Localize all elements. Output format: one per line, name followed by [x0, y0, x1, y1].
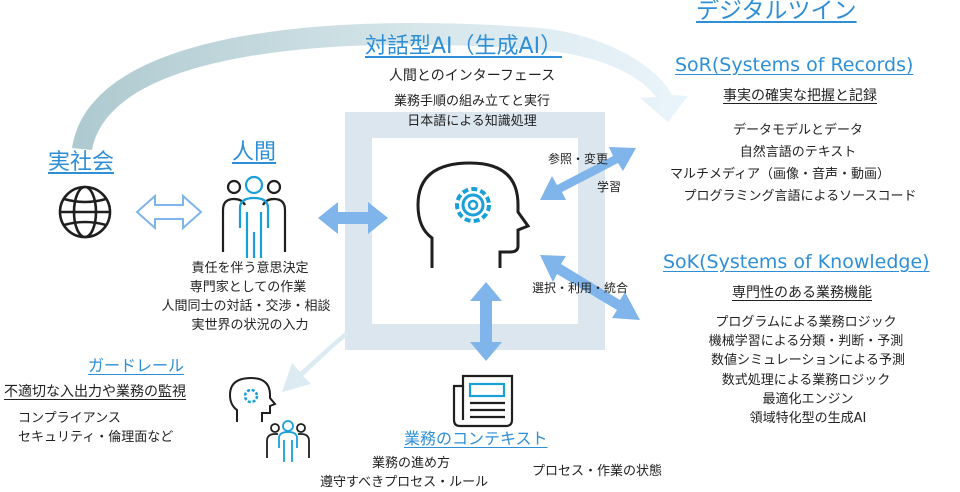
- people-icon: [221, 175, 287, 258]
- sor-line-4: プログラミング言語によるソースコード: [683, 189, 917, 204]
- human-line-4: 実世界の状況の入力: [191, 318, 309, 333]
- arrow-human-ai: [318, 202, 388, 234]
- sok-subtitle: 専門性のある業務機能: [732, 285, 872, 301]
- arrow-frame-to-guardrail: [282, 332, 350, 392]
- human-line-1: 責任を伴う意思決定: [191, 261, 309, 276]
- sor-subtitle: 事実の確実な把握と記録: [723, 88, 877, 104]
- context-extra: プロセス・作業の状態: [532, 464, 663, 479]
- ai-line-3: 日本語による知識処理: [407, 114, 537, 129]
- sor-line-2: 自然言語のテキスト: [739, 145, 857, 160]
- arrow-real-human: [135, 193, 203, 231]
- guardrail-title: ガードレール: [88, 356, 185, 375]
- guardrail-line-2: セキュリティ・倫理面など: [18, 430, 174, 445]
- ai-line-2: 業務手順の組み立てと実行: [393, 94, 551, 109]
- context-title: 業務のコンテキスト: [404, 429, 548, 448]
- human-line-3: 人間同士の対話・交渉・相談: [161, 299, 331, 314]
- document-icon: [452, 374, 514, 428]
- sok-line-4: 数式処理による業務ロジック: [721, 373, 891, 388]
- guardrail-line-1: コンプライアンス: [18, 411, 121, 426]
- sor-arrow-label-2: 学習: [597, 180, 622, 194]
- ai-head-gear-icon: [416, 161, 531, 268]
- globe-icon: [58, 185, 112, 239]
- arc-arrow-real-to-twin: [72, 23, 688, 150]
- sok-arrow-label: 選択・利用・統合: [532, 281, 629, 295]
- guardrail-people-icon: [266, 420, 310, 462]
- human-label: 人間: [232, 140, 277, 165]
- sor-line-3: マルチメディア（画像・音声・動画）: [669, 167, 891, 182]
- arrow-ai-context: [470, 282, 502, 361]
- guardrail-subtitle: 不適切な入出力や業務の監視: [4, 384, 186, 400]
- digital-twin-title: デジタルツイン: [696, 0, 857, 24]
- real-society-label: 実社会: [48, 150, 115, 175]
- context-line-1: 業務の進め方: [372, 456, 451, 471]
- context-line-2: 遵守すべきプロセス・ルール: [320, 475, 489, 490]
- sor-line-1: データモデルとデータ: [732, 123, 864, 138]
- ai-frame: [345, 112, 605, 350]
- sok-line-2: 機械学習による分類・判断・予測: [708, 334, 904, 349]
- sok-line-6: 領域特化型の生成AI: [749, 411, 867, 426]
- arrow-ai-sok: [540, 255, 640, 320]
- ai-line-1: 人間とのインターフェース: [388, 68, 556, 84]
- sor-arrow-label-1: 参照・変更: [548, 152, 609, 166]
- arrow-ai-sor: [540, 147, 636, 200]
- sok-line-5: 最適化エンジン: [762, 392, 854, 407]
- sok-line-3: 数値シミュレーションによる予測: [710, 353, 906, 368]
- sok-line-1: プログラムによる業務ロジック: [715, 315, 897, 330]
- dialog-ai-title: 対話型AI（生成AI）: [365, 34, 563, 59]
- sor-title: SoR(Systems of Records): [675, 54, 914, 76]
- guardrail-head-icon: [228, 376, 277, 422]
- sok-title: SoK(Systems of Knowledge): [663, 251, 930, 273]
- human-line-2: 専門家としての作業: [189, 280, 307, 295]
